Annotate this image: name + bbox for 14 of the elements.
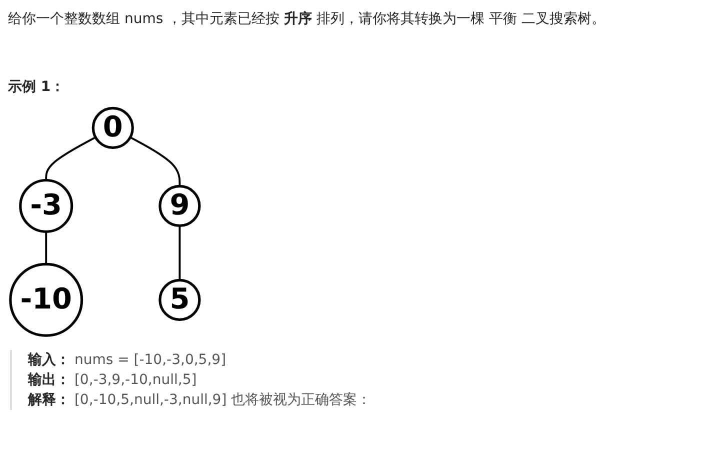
connector (45, 232, 48, 264)
connector (45, 136, 96, 180)
output-line: 输出： [0,-3,9,-10,null,5] (28, 371, 198, 390)
connector (130, 136, 181, 186)
problem-statement: 给你一个整数数组 nums ，其中元素已经按 升序 排列，请你将其转换为一棵 平衡 二叉搜索树。 (8, 10, 606, 28)
node-circle: -3 (19, 178, 74, 233)
node-circle: 5 (158, 278, 201, 321)
input-line: 输入： nums = [-10,-3,0,5,9] (28, 351, 228, 370)
connector (178, 226, 181, 280)
node-circle: 0 (92, 106, 134, 149)
example-heading: 示例 1： (8, 78, 66, 96)
node-circle: -10 (9, 262, 84, 337)
explanation-line: 解释： [0,-10,5,null,-3,null,9] 也将被视为正确答案： (28, 391, 372, 410)
node-circle: 9 (158, 184, 201, 227)
